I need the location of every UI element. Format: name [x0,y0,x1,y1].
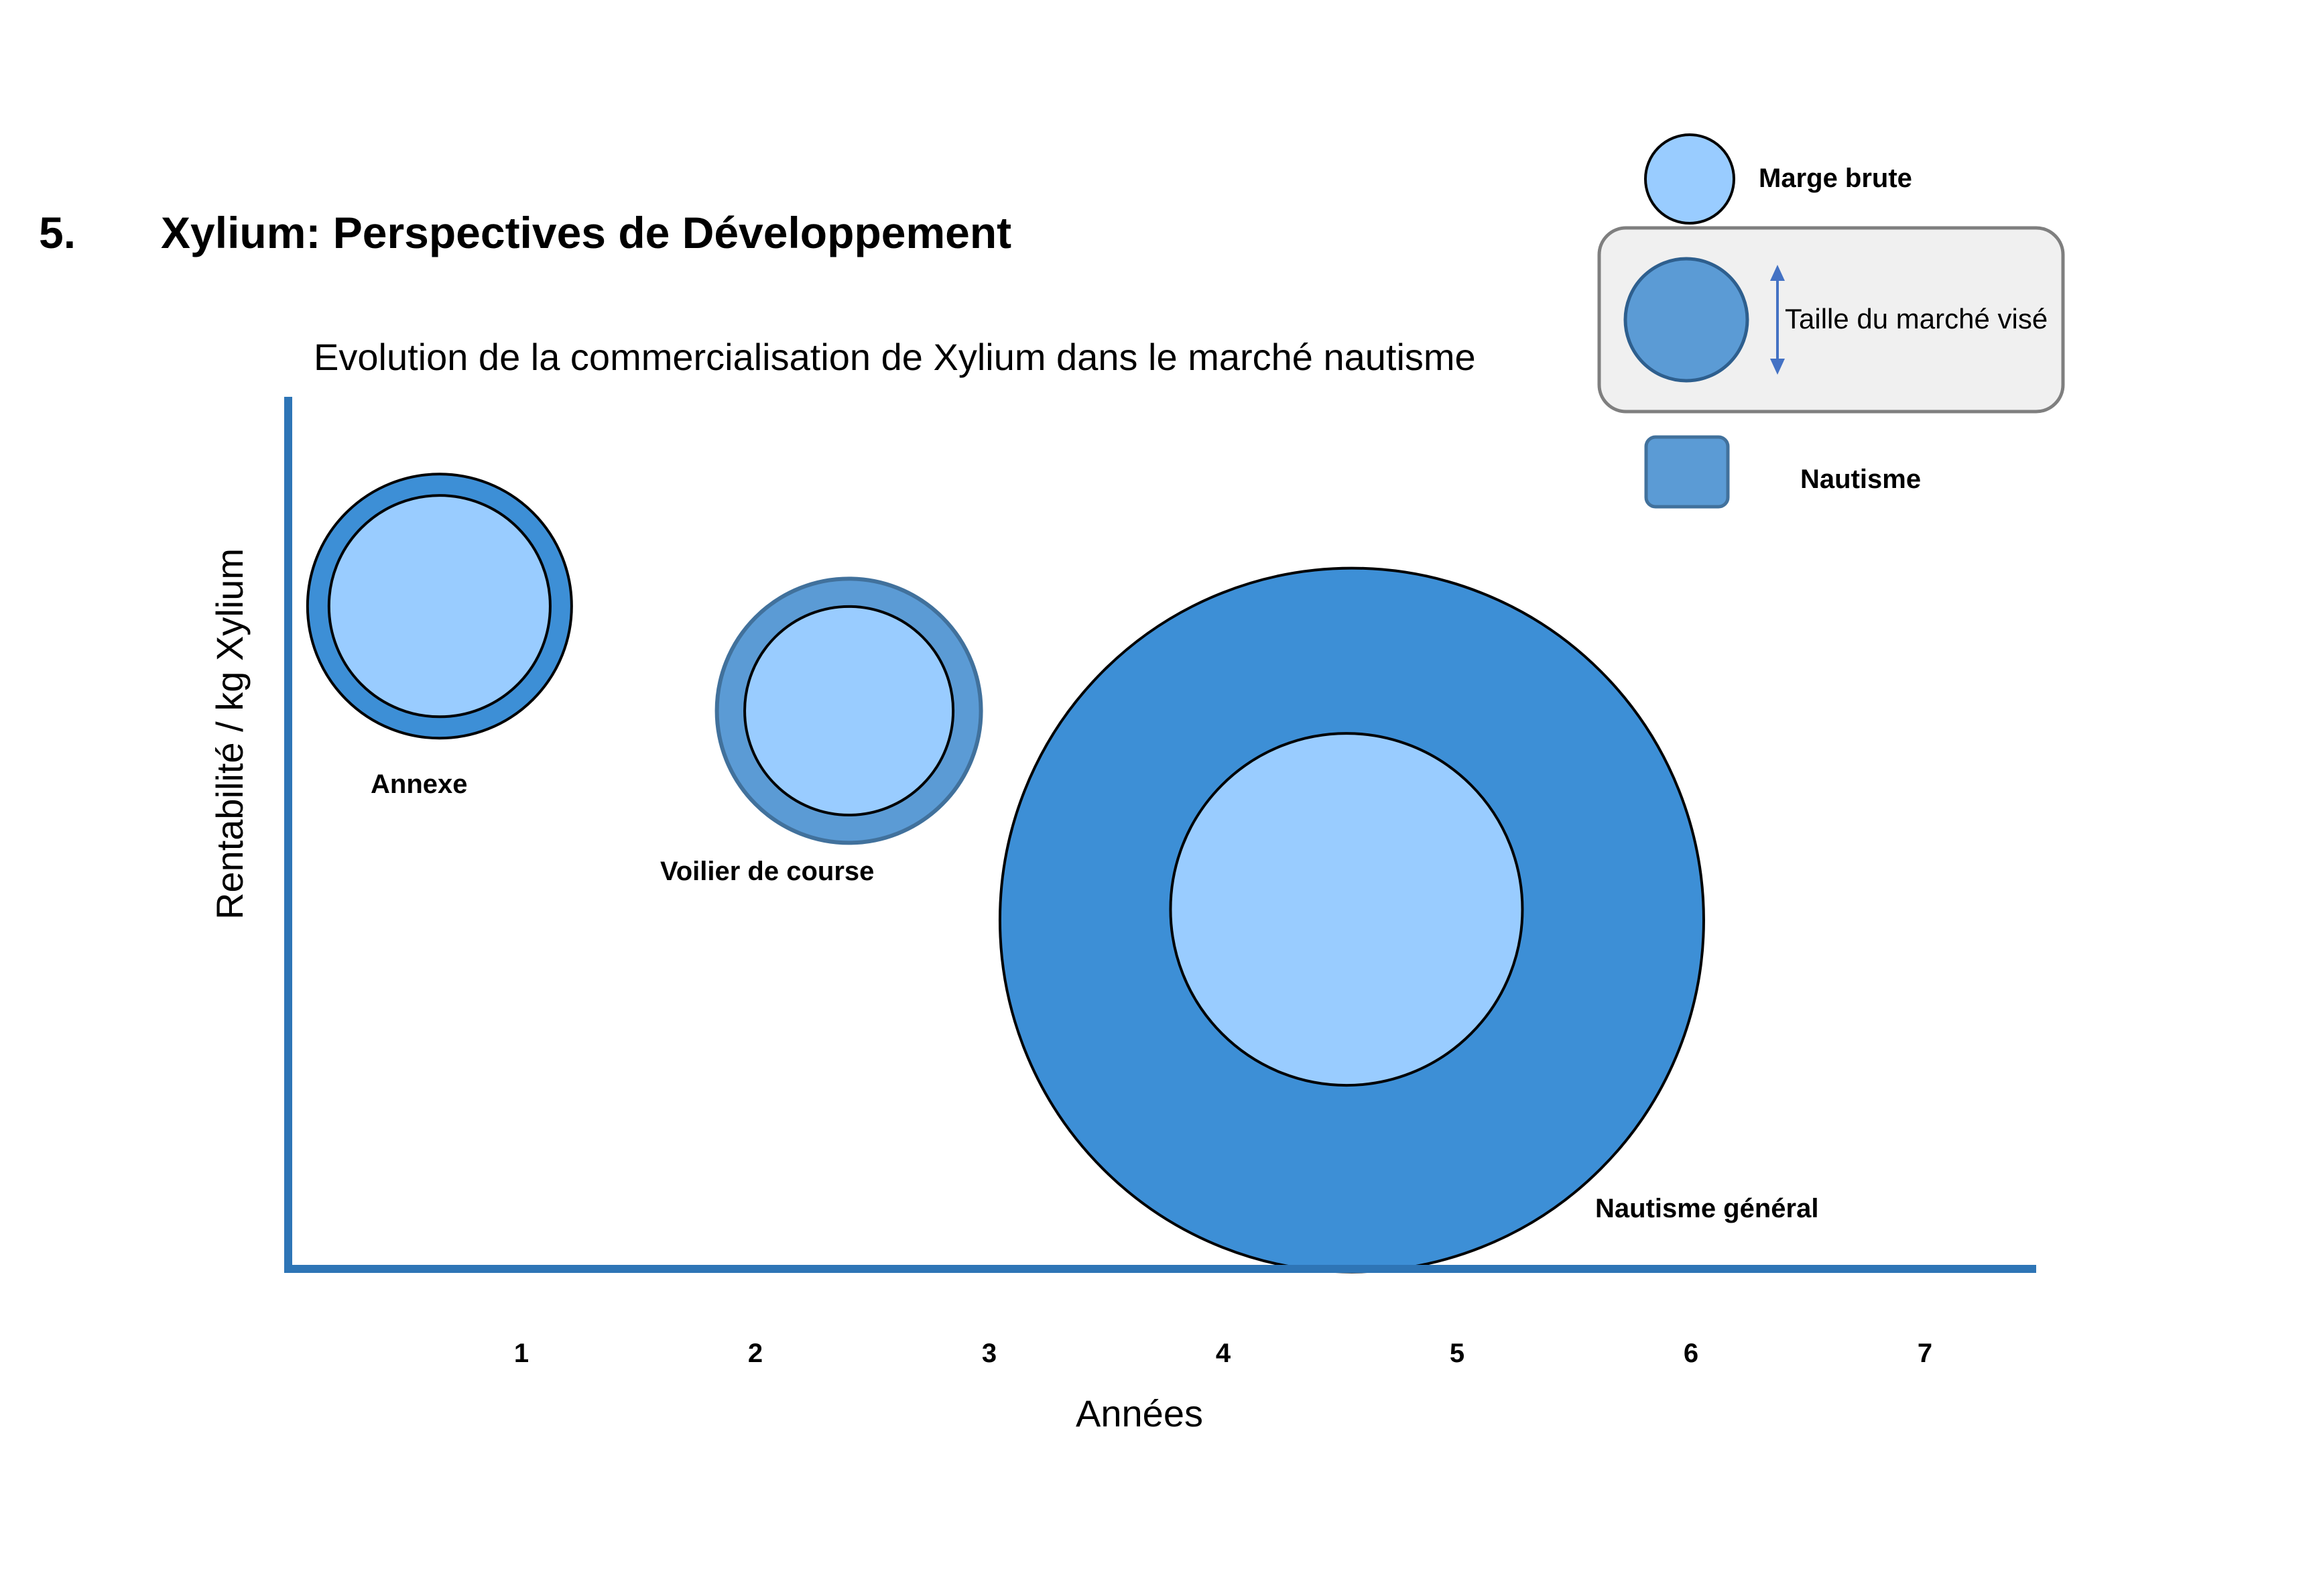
legend-nautisme-label: Nautisme [1800,465,1921,494]
x-axis-label: Années [1076,1392,1203,1434]
bubble-gross-margin [1169,732,1524,1087]
bubble-gross-margin [743,605,955,816]
x-tick-label: 3 [982,1339,997,1368]
bubble-gross-margin [327,494,552,719]
legend-marge-brute-label: Marge brute [1759,164,1912,193]
legend-arrow-head-down [1770,359,1785,375]
section-title: Xylium: Perspectives de Développement [161,208,1011,257]
bubbles-layer [306,473,1705,1274]
x-tick-label: 7 [1918,1339,1932,1368]
x-tick-label: 2 [748,1339,763,1368]
x-ticks: 1 2 3 4 5 6 7 [514,1339,1932,1368]
bubble-label-annexe: Annexe [371,770,468,799]
legend-marge-brute-swatch [1644,133,1735,225]
bubble-label-voilier: Voilier de course [660,857,874,886]
legend-market-size-label: Taille du marché visé [1785,303,2048,334]
legend-arrow-head-up [1770,265,1785,281]
legend: Marge brute Taille du marché visé Nautis… [1597,133,2065,509]
x-tick-label: 1 [514,1339,529,1368]
x-tick-label: 4 [1216,1339,1231,1368]
legend-market-size-swatch [1623,257,1749,383]
x-tick-label: 5 [1450,1339,1464,1368]
y-axis-label: Rentabilité / kg Xylium [208,548,251,920]
bubble-label-nautisme-general: Nautisme général [1595,1194,1818,1223]
legend-nautisme-swatch [1644,435,1730,509]
section-number: 5. [39,208,76,257]
x-tick-label: 6 [1684,1339,1698,1368]
chart-title: Evolution de la commercialisation de Xyl… [314,336,1476,378]
